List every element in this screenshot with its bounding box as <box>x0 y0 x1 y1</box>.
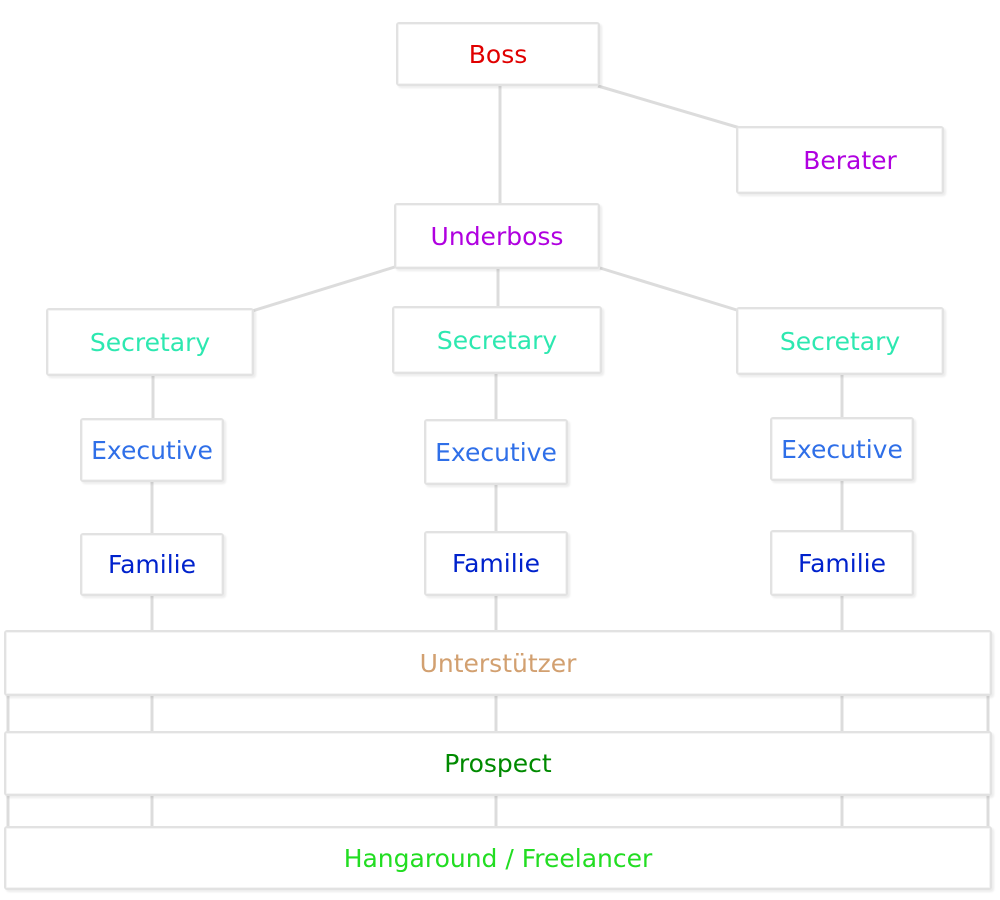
node-berater-label: Berater <box>803 145 897 175</box>
node-secretary-center: Secretary <box>392 306 602 374</box>
node-familie-right: Familie <box>770 530 914 596</box>
connector-underboss-secretary-left <box>251 264 399 313</box>
node-secretary-center-label: Secretary <box>436 325 558 355</box>
node-familie-right-label: Familie <box>798 548 886 578</box>
node-executive-left-label: Executive <box>91 435 213 465</box>
connector-underboss-secretary-right <box>599 266 741 313</box>
node-executive-right-label: Executive <box>781 434 903 464</box>
node-familie-center-label: Familie <box>452 549 540 578</box>
node-underboss: Underboss <box>394 203 600 269</box>
node-executive-left: Executive <box>80 418 224 482</box>
node-executive-center: Executive <box>424 419 568 485</box>
node-prospect-label: Prospect <box>444 749 552 778</box>
node-executive-center-label: Executive <box>435 437 557 467</box>
node-underboss-label: Underboss <box>430 221 564 251</box>
node-familie-left-label: Familie <box>108 550 196 579</box>
node-hangaround-label: Hangaround / Freelancer <box>343 843 653 873</box>
node-unterstuetzer-label: Unterstützer <box>419 648 577 678</box>
node-secretary-right: Secretary <box>736 307 944 375</box>
connector-boss-berater <box>597 84 741 130</box>
node-familie-left: Familie <box>80 533 224 596</box>
node-secretary-left: Secretary <box>46 308 254 376</box>
node-boss-label: Boss <box>468 39 528 69</box>
node-hangaround: Hangaround / Freelancer <box>4 826 992 890</box>
node-familie-center: Familie <box>424 531 568 596</box>
node-berater: Berater <box>736 126 944 194</box>
node-unterstuetzer: Unterstützer <box>4 630 992 696</box>
node-executive-right: Executive <box>770 417 914 481</box>
node-secretary-left-label: Secretary <box>89 327 211 357</box>
node-boss: Boss <box>396 22 600 86</box>
node-secretary-right-label: Secretary <box>779 326 901 356</box>
node-prospect: Prospect <box>4 731 992 796</box>
